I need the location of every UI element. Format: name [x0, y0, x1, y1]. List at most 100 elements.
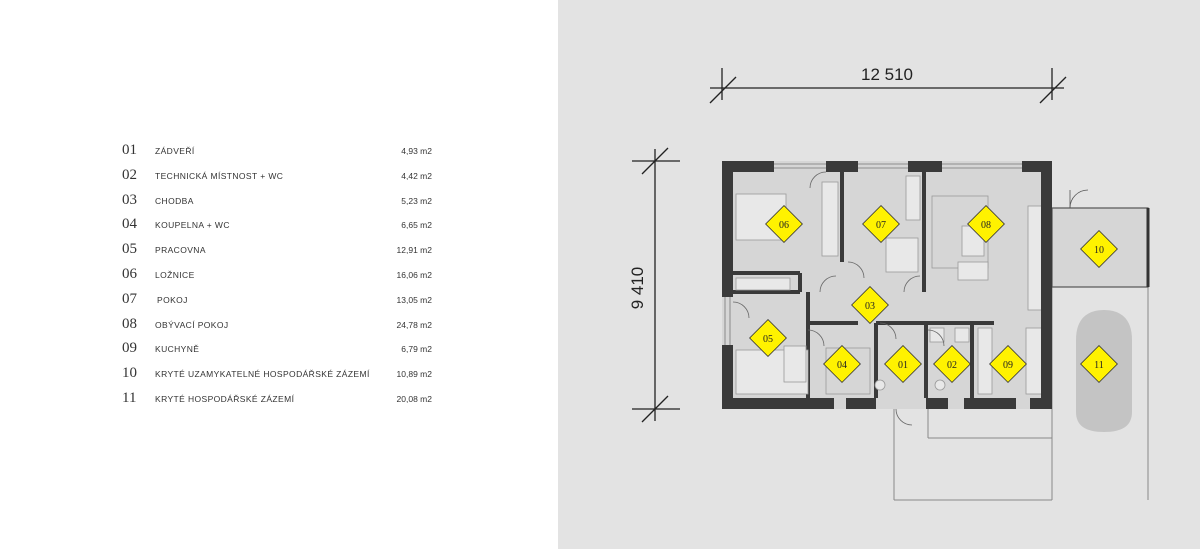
wall: [722, 161, 774, 172]
tag-diamond: [1080, 230, 1118, 268]
room-tag: 08: [967, 205, 1005, 243]
room-name: PRACOVNA: [155, 245, 206, 256]
width-dimension: [709, 68, 1067, 104]
tv-unit: [957, 261, 989, 281]
room-number: 04: [122, 216, 137, 233]
room-number: 09: [122, 340, 137, 357]
wardrobe: [821, 181, 839, 257]
dimension-tick: [709, 76, 737, 104]
tag-label: 02: [947, 360, 957, 371]
room-tags: 06 07 08 10 03 05 04 01 02 09 11: [749, 205, 1118, 383]
door-swing: [927, 329, 945, 347]
room-area: 4,42 m2: [401, 170, 432, 181]
toilet: [874, 379, 886, 391]
wall: [926, 398, 948, 409]
bed: [885, 237, 919, 273]
wall: [722, 161, 733, 297]
toilet: [934, 379, 946, 391]
tag-diamond: [1080, 345, 1118, 383]
wall: [1030, 398, 1052, 409]
tag-label: 06: [779, 220, 789, 231]
tag-diamond: [989, 345, 1027, 383]
room-name: LOŽNICE: [155, 269, 195, 280]
tag-label: 11: [1094, 360, 1104, 371]
cabinet: [1027, 205, 1043, 311]
room-name: OBÝVACÍ POKOJ: [155, 319, 229, 330]
wall: [722, 398, 834, 409]
room-tag: 03: [851, 286, 889, 324]
wall: [1022, 161, 1052, 172]
room-area: 16,06 m2: [396, 269, 432, 280]
wall: [826, 161, 858, 172]
tag-label: 09: [1003, 360, 1013, 371]
room-area: 4,93 m2: [401, 146, 432, 156]
tag-label: 10: [1094, 245, 1104, 256]
room-number: 11: [122, 389, 137, 406]
tag-label: 04: [837, 360, 847, 371]
wardrobe: [905, 175, 921, 221]
room-number: 06: [122, 265, 137, 282]
room-name: KOUPELNA + WC: [155, 220, 230, 231]
room-name: KUCHYNĚ: [155, 344, 200, 355]
room-tag: 01: [884, 345, 922, 383]
room-row: 06 LOŽNICE 16,06 m2: [122, 266, 442, 291]
room-tag: 07: [862, 205, 900, 243]
room-tag: 05: [749, 319, 787, 357]
dimension-tick: [1039, 76, 1067, 104]
wall: [908, 161, 942, 172]
counter: [1025, 327, 1043, 395]
room-number: 02: [122, 166, 137, 183]
wall: [846, 398, 876, 409]
door-swing: [879, 322, 897, 340]
room-number: 07: [122, 290, 137, 307]
bathtub: [825, 347, 871, 395]
room-number: 08: [122, 315, 137, 332]
room-area: 20,08 m2: [396, 393, 432, 404]
door-swing: [847, 261, 865, 279]
room-area: 10,89 m2: [396, 369, 432, 380]
room-tag: 04: [823, 345, 861, 383]
wall: [722, 345, 733, 409]
tag-diamond: [823, 345, 861, 383]
room-tag: 02: [933, 345, 971, 383]
room-number: 03: [122, 191, 137, 208]
room-name: POKOJ: [157, 294, 188, 305]
tag-label: 03: [865, 301, 875, 312]
door-swing: [895, 408, 913, 426]
boiler: [954, 327, 970, 343]
door-swing: [732, 301, 750, 319]
height-dimension: [632, 147, 680, 423]
windows: [724, 163, 1022, 345]
room-row: 04 KOUPELNA + WC 6,65 m2: [122, 216, 442, 241]
room-number: 01: [122, 142, 137, 158]
tag-diamond: [851, 286, 889, 324]
door-swing: [903, 275, 921, 293]
tag-diamond: [765, 205, 803, 243]
bed: [783, 345, 807, 383]
room-area: 5,23 m2: [401, 195, 432, 206]
room-area: 6,65 m2: [401, 220, 432, 231]
door-swing: [809, 171, 827, 189]
dimension-tick: [641, 147, 669, 175]
tag-diamond: [933, 345, 971, 383]
room-tag: 09: [989, 345, 1027, 383]
room-number: 10: [122, 365, 137, 382]
room-tag: 11: [1080, 345, 1118, 383]
room-area: 12,91 m2: [396, 245, 432, 256]
room-tag: 10: [1080, 230, 1118, 268]
tag-diamond: [884, 345, 922, 383]
width-label: 12 510: [861, 65, 913, 84]
tag-diamond: [862, 205, 900, 243]
